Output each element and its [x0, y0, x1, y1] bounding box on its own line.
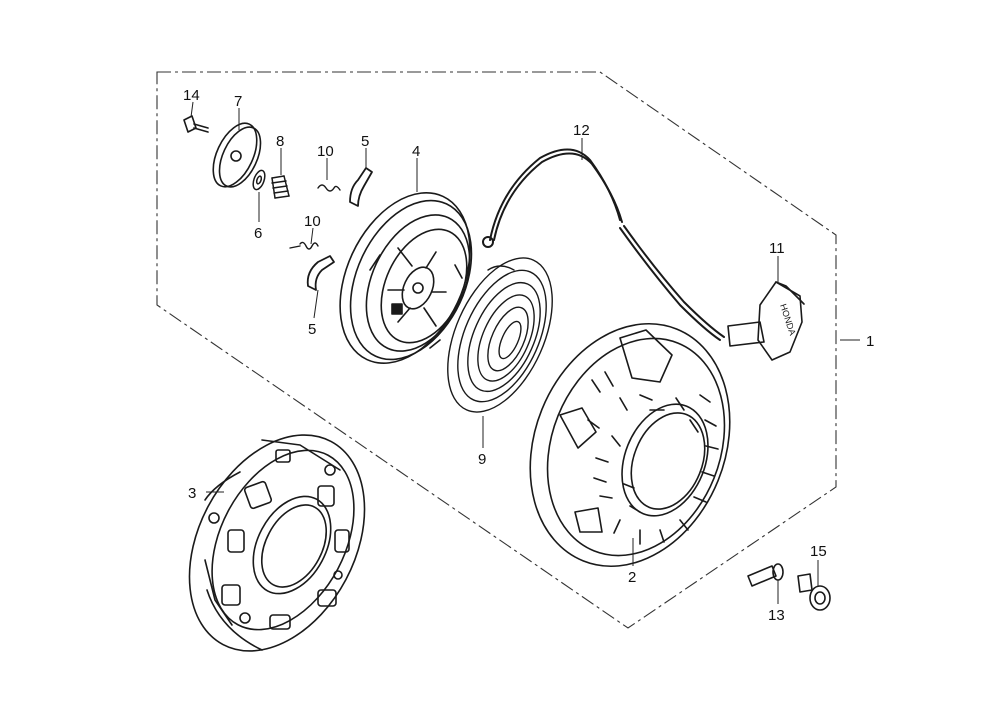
- callout-14: 14: [183, 87, 200, 104]
- leader-lines: [190, 101, 860, 604]
- part-10-spring-lower: [289, 241, 319, 250]
- callout-6: 6: [254, 225, 262, 242]
- part-2-housing-cover: [529, 322, 731, 568]
- callout-8: 8: [276, 133, 284, 150]
- part-14-bolt: [183, 115, 209, 133]
- part-12-starter-rope: [482, 148, 725, 341]
- part-5-pawl-upper: [349, 167, 373, 207]
- part-8-spring: [271, 175, 290, 199]
- part-4-reel: [339, 192, 473, 364]
- callout-13: 13: [768, 607, 785, 624]
- callout-9: 9: [478, 451, 486, 468]
- part-11-starter-grip: HONDA: [727, 281, 805, 361]
- callout-10-upper: 10: [317, 143, 334, 160]
- callout-7: 7: [234, 93, 242, 110]
- part-7-ratchet-plate: [212, 122, 262, 188]
- callout-4: 4: [412, 143, 420, 160]
- assembly-boundary: [156, 71, 837, 629]
- callout-10-lower: 10: [304, 213, 321, 230]
- part-9-return-spring: [447, 257, 553, 413]
- part-6-washer: [252, 169, 266, 191]
- callout-1: 1: [866, 333, 874, 350]
- part-15-flange-bolt: [797, 573, 831, 611]
- callout-2: 2: [628, 569, 636, 586]
- grip-brand-text: HONDA: [778, 303, 798, 337]
- callout-12: 12: [573, 122, 590, 139]
- callout-labels: 14 7 8 6 10 10 5 5 4 12 11 1 9 3 2 13 15: [183, 87, 874, 624]
- callout-5-upper: 5: [361, 133, 369, 150]
- callout-15: 15: [810, 543, 827, 560]
- callout-5-lower: 5: [308, 321, 316, 338]
- callout-11: 11: [769, 240, 785, 257]
- part-5-pawl-lower: [306, 255, 335, 291]
- part-10-spring-upper: [317, 184, 341, 192]
- part-3-starter-case: [188, 434, 366, 652]
- callout-3: 3: [188, 485, 196, 502]
